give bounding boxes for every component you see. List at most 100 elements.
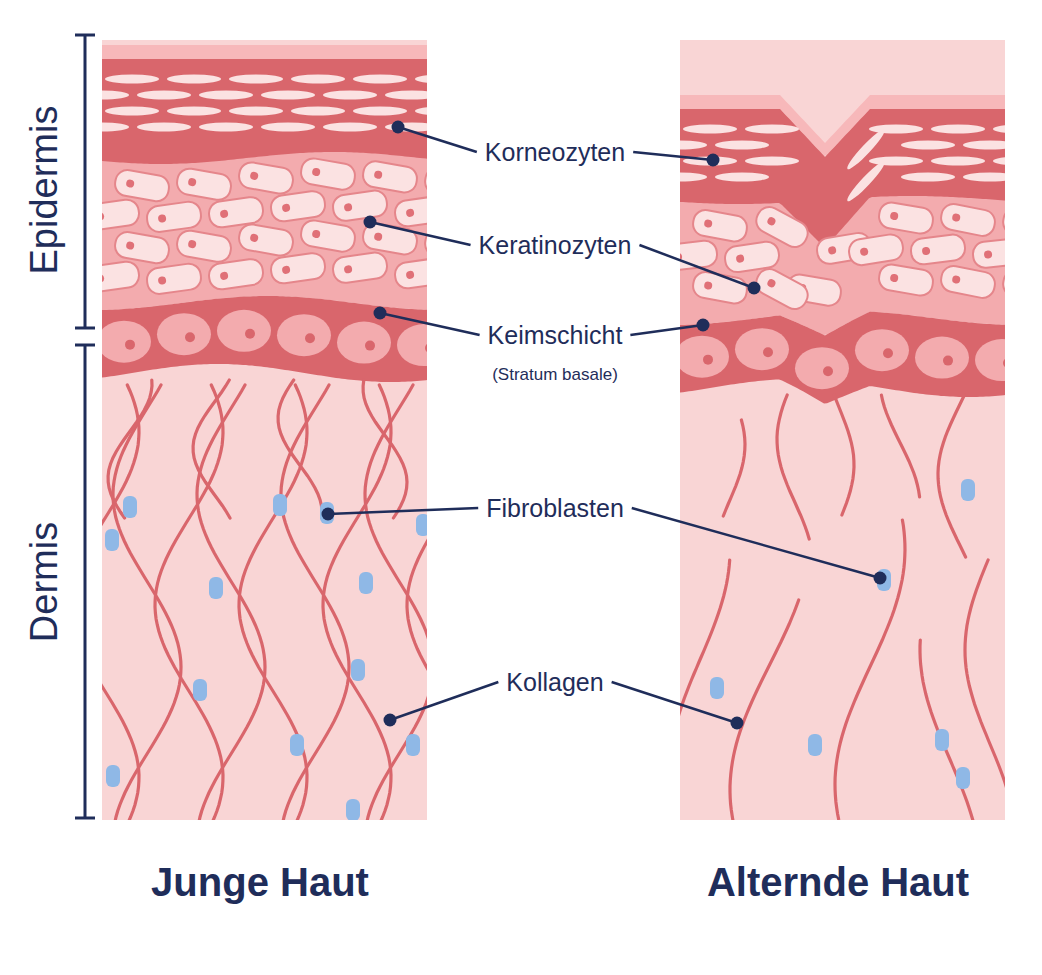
corneocyte bbox=[102, 91, 129, 100]
corneocyte bbox=[963, 173, 1005, 182]
collagen-fiber bbox=[197, 385, 265, 820]
corneocyte bbox=[931, 125, 985, 134]
keratinocyte bbox=[299, 219, 357, 254]
cell-nucleus bbox=[766, 216, 777, 227]
cell-nucleus bbox=[126, 241, 135, 250]
cell-nucleus bbox=[220, 209, 229, 218]
basal-cell bbox=[975, 339, 1005, 381]
basal-cell bbox=[102, 321, 151, 363]
collagen-fiber bbox=[193, 380, 230, 518]
cell-nucleus bbox=[952, 213, 961, 222]
keratinocyte-cell bbox=[910, 233, 967, 266]
leader-dot bbox=[697, 319, 710, 332]
cell-nucleus bbox=[1003, 358, 1005, 368]
basal-cell bbox=[397, 324, 427, 366]
keratinocyte bbox=[910, 233, 967, 266]
corneocyte bbox=[683, 125, 737, 134]
keratinocyte bbox=[207, 258, 264, 291]
keratinocyte-cell bbox=[237, 223, 295, 258]
cell-nucleus bbox=[102, 212, 105, 221]
basal-cell bbox=[337, 322, 391, 364]
fibroblast bbox=[416, 514, 427, 536]
corneocyte bbox=[323, 123, 377, 132]
collagen-fiber bbox=[835, 520, 905, 820]
leader-line bbox=[632, 508, 880, 578]
cell-nucleus bbox=[126, 179, 135, 188]
fibroblast bbox=[320, 502, 334, 524]
corneocyte bbox=[931, 157, 985, 166]
leader-line bbox=[328, 508, 478, 514]
keratinocyte-cell bbox=[207, 258, 264, 291]
keratinocyte bbox=[1001, 268, 1005, 304]
keratinocyte bbox=[423, 166, 427, 201]
corneocyte bbox=[261, 123, 315, 132]
part-label: Korneozyten bbox=[485, 138, 625, 167]
collagen-fiber bbox=[155, 385, 223, 820]
corneocyte bbox=[745, 157, 799, 166]
leader-dot bbox=[392, 121, 405, 134]
keratinocyte-layer bbox=[102, 59, 427, 310]
cell-nucleus bbox=[406, 270, 415, 279]
layer-name: Dermis bbox=[23, 522, 67, 642]
corneocyte bbox=[167, 107, 221, 116]
collagen-fiber bbox=[407, 385, 427, 820]
corneocyte bbox=[353, 107, 407, 116]
leader-line bbox=[639, 245, 754, 288]
leader-line bbox=[633, 152, 713, 160]
keratinocyte bbox=[877, 263, 935, 298]
corneocyte bbox=[102, 123, 129, 132]
keratinocyte bbox=[113, 168, 171, 203]
cell-nucleus bbox=[766, 278, 777, 289]
corneocyte bbox=[844, 159, 888, 205]
basal-cell bbox=[735, 328, 789, 370]
keratinocyte bbox=[361, 159, 419, 194]
basal-edge bbox=[102, 296, 427, 382]
basal-cell bbox=[217, 310, 271, 352]
keratinocyte bbox=[269, 190, 326, 223]
cell-nucleus bbox=[823, 366, 833, 376]
keratinocyte bbox=[145, 200, 202, 233]
fibroblast bbox=[105, 529, 119, 551]
collagen-fiber bbox=[108, 380, 152, 518]
basal-edge bbox=[680, 312, 1005, 404]
basal-cell bbox=[795, 347, 849, 389]
corneocyte bbox=[199, 123, 253, 132]
basal-cell bbox=[157, 313, 211, 355]
cell-nucleus bbox=[250, 171, 259, 180]
skin-surface bbox=[102, 45, 427, 59]
collagen-fiber bbox=[363, 380, 407, 518]
corneocyte bbox=[715, 141, 769, 150]
corneocyte bbox=[105, 107, 159, 116]
keratinocyte-cell bbox=[269, 190, 326, 223]
keratinocyte-cell bbox=[175, 167, 233, 202]
corneocyte bbox=[745, 125, 799, 134]
keratinocyte-cell bbox=[752, 265, 812, 313]
keratinocyte bbox=[847, 233, 904, 267]
layer-name: Epidermis bbox=[23, 106, 67, 275]
keratinocyte-cell bbox=[269, 252, 326, 285]
keratinocyte bbox=[331, 189, 388, 222]
cell-nucleus bbox=[374, 232, 383, 241]
cell-nucleus bbox=[763, 347, 773, 357]
cell-nucleus bbox=[344, 265, 353, 274]
keratinocyte bbox=[102, 260, 141, 293]
basal-cell bbox=[855, 329, 909, 371]
keratinocyte-cell bbox=[145, 200, 202, 233]
cell-nucleus bbox=[312, 167, 321, 176]
keratinocyte-cell bbox=[102, 260, 141, 293]
keratinocyte-cell bbox=[1001, 206, 1005, 242]
corneocyte bbox=[137, 91, 191, 100]
leader-line bbox=[612, 682, 737, 723]
layer-bracket bbox=[75, 35, 95, 818]
panel-caption: Alternde Haut bbox=[707, 859, 969, 905]
stratum-corneum bbox=[680, 109, 1005, 247]
basal-cell bbox=[915, 337, 969, 379]
cell-nucleus bbox=[984, 250, 993, 259]
fibroblast bbox=[209, 577, 223, 599]
corneocyte bbox=[901, 141, 955, 150]
keratinocyte bbox=[102, 198, 141, 231]
corneocyte bbox=[385, 91, 427, 100]
keratinocyte-cell bbox=[175, 229, 233, 264]
cell-nucleus bbox=[312, 229, 321, 238]
keratinocyte-cell bbox=[972, 237, 1005, 269]
